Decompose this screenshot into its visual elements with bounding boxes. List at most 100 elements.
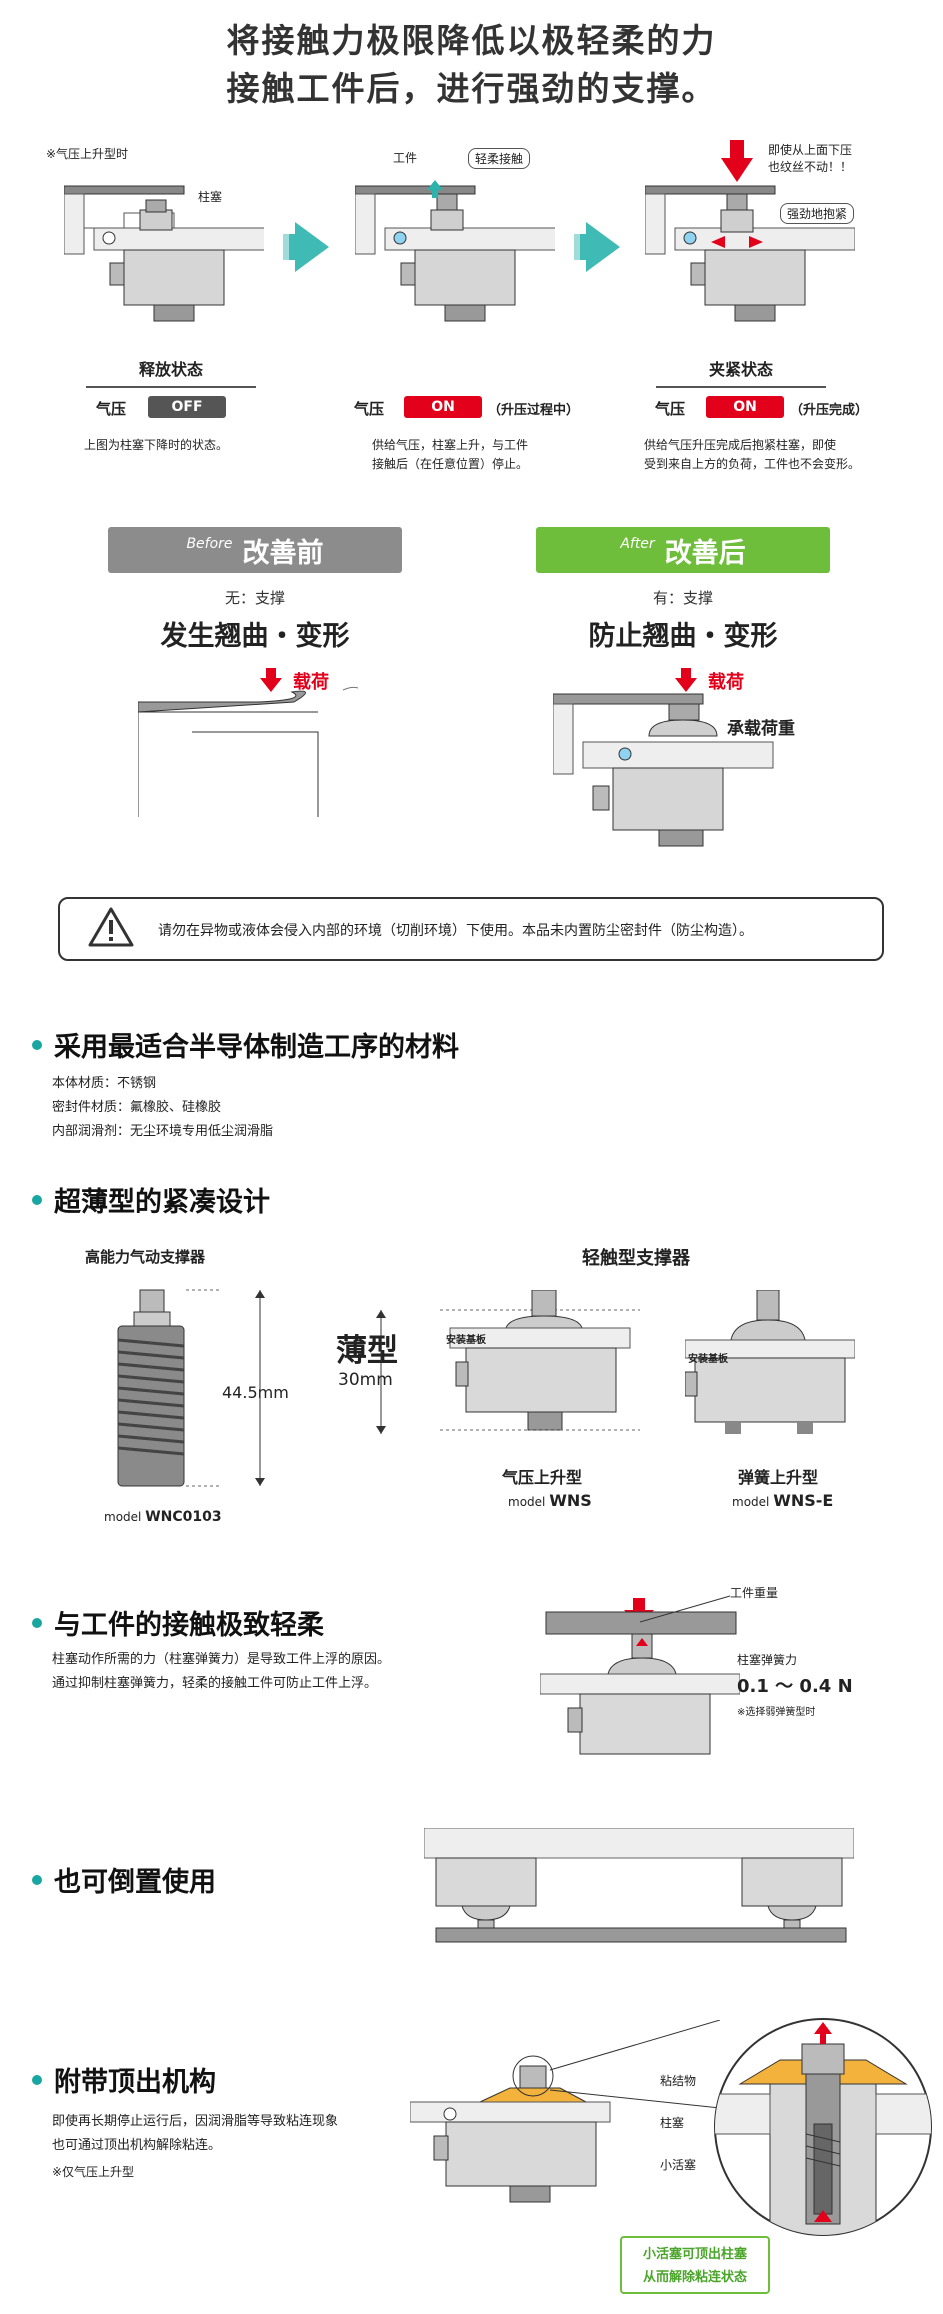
- eject-green-box: [620, 2236, 770, 2294]
- thin-dim: 30mm: [338, 1370, 393, 1390]
- label-push-note-1: 即使从上面下压: [768, 143, 853, 157]
- gentle-desc1: 柱塞动作所需的力（柱塞弹簧力）是导致工件上浮的原因。: [52, 1652, 391, 1667]
- device-rising-illustration: [355, 180, 555, 322]
- eject-desc2: 也可通过顶出机构解除粘连。: [52, 2138, 222, 2153]
- thin-heading: 超薄型的紧凑设计: [32, 1180, 270, 1219]
- clamp-status-badge: ON: [706, 396, 784, 418]
- invert-heading: 也可倒置使用: [32, 1860, 216, 1899]
- eject-green2: 从而解除粘连状态: [642, 2270, 747, 2285]
- gentle-spring: 柱塞弹簧力: [737, 1653, 798, 1667]
- label-soft-contact: 轻柔接触: [468, 148, 531, 169]
- gentle-illustration: [540, 1598, 740, 1755]
- model-prefix: model: [104, 1510, 142, 1524]
- thin-left-title: 高能力气动支撑器: [85, 1248, 206, 1266]
- clamp-paren: （升压完成）: [790, 403, 869, 418]
- eject-title: 附带顶出机构: [54, 2067, 216, 2098]
- model-name: WNS-E: [773, 1491, 834, 1510]
- eject-adhesive: 粘结物: [660, 2074, 697, 2088]
- rising-air-label: 气压: [354, 400, 385, 418]
- wns-plate-label: 安装基板: [446, 1335, 486, 1346]
- clamp-title: 夹紧状态: [656, 356, 826, 388]
- wns-illustration: [440, 1290, 640, 1431]
- model-prefix: model: [732, 1495, 770, 1509]
- clamp-air-label: 气压: [655, 400, 686, 418]
- clamp-desc2: 受到来自上方的负荷，工件也不会变形。: [644, 457, 861, 471]
- materials-title: 采用最适合半导体制造工序的材料: [54, 1032, 459, 1063]
- wns-e-illustration: [685, 1290, 855, 1434]
- rising-status-badge: ON: [404, 396, 482, 418]
- rising-paren: （升压过程中）: [488, 403, 580, 418]
- rising-desc1: 供给气压，柱塞上升，与工件: [372, 438, 529, 452]
- before-tag: Before: [186, 536, 233, 552]
- arrow-right-icon: [283, 222, 329, 272]
- model-name: WNC0103: [145, 1509, 222, 1525]
- eject-note: ※仅气压上升型: [52, 2165, 135, 2179]
- bullet-dot: [32, 1194, 42, 1205]
- states-note: ※气压上升型时: [46, 147, 129, 161]
- headline-line1: 将接触力极限降低以极轻柔的力: [226, 21, 717, 60]
- model-name: WNS: [549, 1491, 592, 1510]
- release-air-label: 气压: [96, 400, 127, 418]
- before-sub: 无：支撑: [224, 589, 285, 607]
- rising-desc2: 接触后（在任意位置）停止。: [372, 457, 529, 471]
- label-workpiece: 工件: [393, 151, 418, 165]
- arrow-right-icon: [574, 222, 620, 272]
- m1-title: 气压上升型: [502, 1468, 583, 1487]
- after-illustration: [553, 668, 774, 847]
- wnc-illustration: [117, 1289, 220, 1487]
- dim-line-30mm: [376, 1310, 386, 1434]
- thin-title: 超薄型的紧凑设计: [54, 1187, 270, 1218]
- eject-small-piston: 小活塞: [660, 2158, 697, 2172]
- gentle-desc2: 通过抑制柱塞弹簧力，轻柔的接触工件可防止工件上浮。: [52, 1676, 378, 1691]
- eject-column: 柱塞: [660, 2116, 685, 2130]
- warning-icon: [88, 907, 134, 947]
- clamp-desc1: 供给气压升压完成后抱紧柱塞，即使: [644, 438, 837, 452]
- zoom-leader-lines: [549, 2020, 720, 2109]
- after-sub: 有：支撑: [652, 589, 713, 607]
- material-item: 内部润滑剂：无尘环境专用低尘润滑脂: [52, 1124, 274, 1139]
- bullet-dot: [32, 1874, 42, 1885]
- thin-right-title: 轻触型支撑器: [582, 1248, 690, 1269]
- bullet-dot: [32, 1039, 42, 1050]
- leader-line: [640, 1595, 731, 1623]
- label-column: 柱塞: [198, 190, 223, 204]
- warning-text: 请勿在异物或液体会侵入内部的环境（切削环境）下使用。本品未内置防尘密封件（防尘构…: [158, 923, 753, 939]
- before-big: 发生翘曲・变形: [160, 621, 350, 652]
- m2-title: 弹簧上升型: [738, 1468, 819, 1487]
- after-bear-label: 承载荷重: [727, 719, 795, 739]
- eject-zoom-circle: [714, 2018, 932, 2236]
- gentle-note: ※选择弱弹簧型时: [737, 1707, 816, 1718]
- gentle-range: 0.1 ～ 0.4 N: [737, 1676, 853, 1697]
- eject-heading: 附带顶出机构: [32, 2060, 216, 2099]
- before-banner: Before 改善前: [108, 527, 402, 573]
- gentle-weight: 工件重量: [730, 1586, 779, 1600]
- material-item: 密封件材质：氟橡胶、硅橡胶: [52, 1100, 222, 1115]
- after-title: 改善后: [664, 537, 746, 569]
- release-title: 释放状态: [86, 356, 256, 388]
- label-push-note-2: 也纹丝不动！！: [768, 160, 853, 174]
- after-banner: After 改善后: [536, 527, 830, 573]
- warning-box: [58, 897, 884, 961]
- device-clamp-illustration: [645, 140, 855, 322]
- bullet-dot: [32, 2074, 42, 2085]
- dim-line-44mm: [255, 1290, 265, 1486]
- eject-green1: 小活塞可顶出柱塞: [642, 2247, 747, 2262]
- gentle-title: 与工件的接触极致轻柔: [54, 1610, 324, 1641]
- after-load-label: 载荷: [708, 672, 744, 693]
- bullet-dot: [32, 1617, 42, 1628]
- wns-e-plate-label: 安装基板: [688, 1354, 728, 1365]
- m2-model: model WNS-E: [732, 1491, 833, 1510]
- release-status-badge: OFF: [148, 396, 226, 418]
- wnc-dim: 44.5mm: [222, 1383, 289, 1402]
- device-release-illustration: [64, 185, 264, 322]
- gentle-heading: 与工件的接触极致轻柔: [32, 1603, 324, 1642]
- before-load-label: 载荷: [293, 672, 329, 693]
- after-tag: After: [620, 536, 655, 552]
- material-item: 本体材质：不锈钢: [52, 1076, 157, 1091]
- model-prefix: model: [508, 1495, 546, 1509]
- headline-line2: 接触工件后，进行强劲的支撑。: [226, 69, 717, 108]
- before-illustration: [138, 668, 359, 817]
- before-title: 改善前: [242, 537, 324, 569]
- label-clamp-tight: 强劲地抱紧: [780, 203, 855, 224]
- invert-title: 也可倒置使用: [54, 1867, 216, 1898]
